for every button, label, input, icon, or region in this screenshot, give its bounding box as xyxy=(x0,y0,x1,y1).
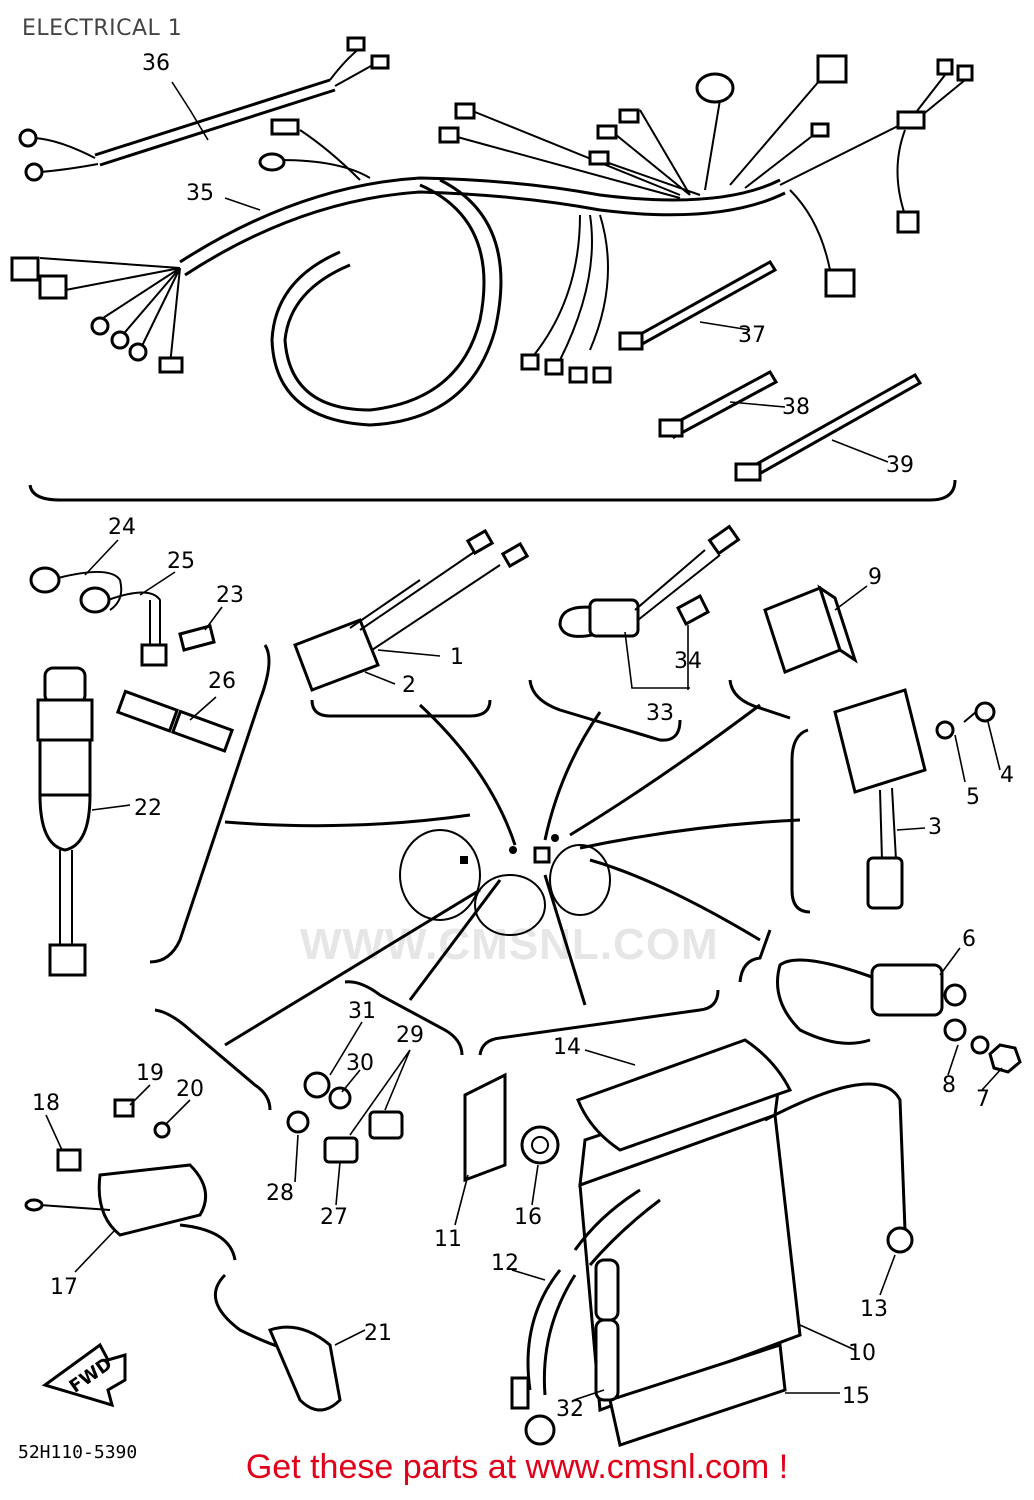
callout-11: 11 xyxy=(434,1227,462,1252)
fwd-arrow: FWD xyxy=(41,1342,127,1408)
main-switch xyxy=(36,666,94,977)
diagram-code: 52H110-5390 xyxy=(18,1442,138,1463)
cable-ties xyxy=(618,259,923,482)
callout-18: 18 xyxy=(32,1091,60,1116)
callout-23: 23 xyxy=(216,583,244,608)
callout-labels: 36 35 37 38 39 24 25 23 26 22 1 2 9 34 3… xyxy=(32,51,1014,1422)
callout-17: 17 xyxy=(50,1275,78,1300)
callout-6: 6 xyxy=(962,927,976,952)
fuse-holder xyxy=(558,524,741,638)
callout-21: 21 xyxy=(364,1321,392,1346)
callout-30: 30 xyxy=(346,1051,374,1076)
callout-28: 28 xyxy=(266,1181,294,1206)
callout-39: 39 xyxy=(886,453,914,478)
wire-harness xyxy=(10,36,974,427)
callout-29: 29 xyxy=(396,1023,424,1048)
callout-7: 7 xyxy=(976,1087,990,1112)
callout-31: 31 xyxy=(348,999,376,1024)
callout-24: 24 xyxy=(108,515,136,540)
callout-35: 35 xyxy=(186,181,214,206)
callout-3: 3 xyxy=(928,815,942,840)
watermark-text: WWW.CMSNL.COM xyxy=(300,920,719,969)
callout-2: 2 xyxy=(402,673,416,698)
harness-group-brace xyxy=(28,479,957,502)
footer-link-text[interactable]: Get these parts at www.cmsnl.com ! xyxy=(245,1448,789,1486)
callout-10: 10 xyxy=(848,1341,876,1366)
callout-20: 20 xyxy=(176,1077,204,1102)
callout-38: 38 xyxy=(782,395,810,420)
callout-37: 37 xyxy=(738,323,766,348)
callout-16: 16 xyxy=(514,1205,542,1230)
battery xyxy=(510,1038,914,1447)
rectifier-regulator xyxy=(833,688,996,910)
callout-25: 25 xyxy=(167,549,195,574)
callout-12: 12 xyxy=(491,1251,519,1276)
small-fittings xyxy=(286,1071,404,1164)
callout-22: 22 xyxy=(134,796,162,821)
callout-26: 26 xyxy=(208,669,236,694)
callout-8: 8 xyxy=(942,1073,956,1098)
caps-and-connectors xyxy=(29,566,216,667)
callout-32: 32 xyxy=(556,1397,584,1422)
callout-9: 9 xyxy=(868,565,882,590)
starter-relay-connector xyxy=(293,528,530,692)
label-stickers xyxy=(115,689,234,753)
page-title: ELECTRICAL 1 xyxy=(22,16,183,41)
leader-lines xyxy=(45,81,1003,1401)
callout-36: 36 xyxy=(142,51,170,76)
starter-relay xyxy=(776,958,1022,1074)
frame-hub xyxy=(224,703,801,1047)
relay-unit xyxy=(763,584,858,674)
ignition-coil xyxy=(24,1098,342,1412)
callout-4: 4 xyxy=(1000,763,1014,788)
callout-1: 1 xyxy=(450,645,464,670)
callout-5: 5 xyxy=(966,785,980,810)
callout-34: 34 xyxy=(674,649,702,674)
sticker-and-grommet xyxy=(463,1072,560,1183)
callout-15: 15 xyxy=(842,1384,870,1409)
callout-27: 27 xyxy=(320,1205,348,1230)
callout-19: 19 xyxy=(136,1061,164,1086)
callout-33: 33 xyxy=(646,701,674,726)
callout-14: 14 xyxy=(553,1035,581,1060)
group-brackets xyxy=(149,644,811,1111)
callout-13: 13 xyxy=(860,1297,888,1322)
